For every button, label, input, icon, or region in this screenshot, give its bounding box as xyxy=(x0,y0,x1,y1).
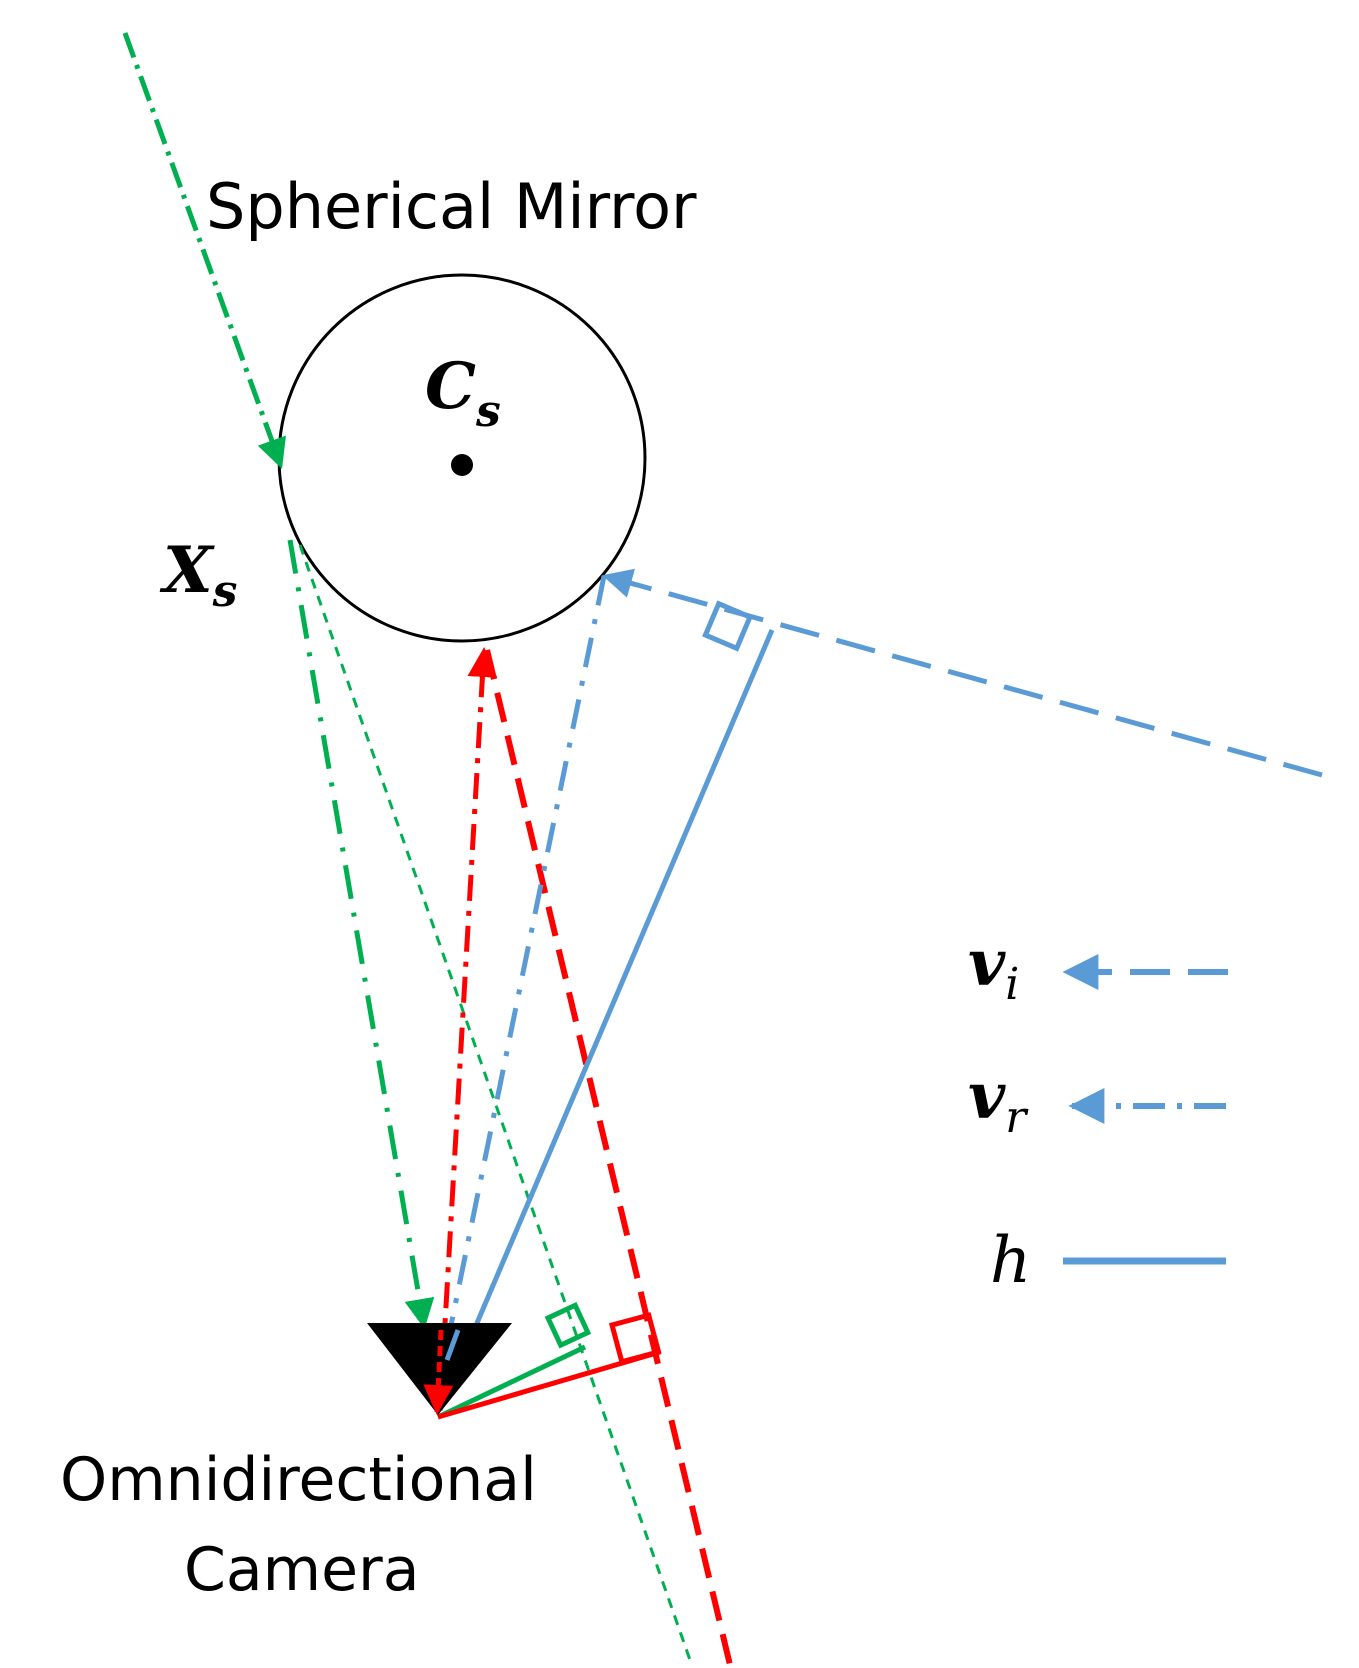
surface-point-label: Xs xyxy=(159,533,237,617)
blue-h-line xyxy=(437,629,775,1411)
blue-ray-over-camera xyxy=(444,1329,461,1361)
green-reflected-ray xyxy=(287,539,435,1329)
mirror-title: Spherical Mirror xyxy=(206,170,697,243)
blue-right-angle-marker xyxy=(702,600,754,652)
camera-title-line2: Camera xyxy=(184,1535,419,1605)
red-right-angle-marker xyxy=(608,1312,662,1365)
red-ray-over-camera xyxy=(423,1329,454,1415)
green-perpendicular xyxy=(436,1344,587,1420)
green-incident-ray xyxy=(122,32,286,469)
legend-vi-label: vi xyxy=(968,926,1019,1010)
sphere-center-dot xyxy=(451,454,473,476)
legend-vr-label: vr xyxy=(968,1059,1029,1143)
camera-title-line1: Omnidirectional xyxy=(60,1445,537,1515)
red-ray-up xyxy=(437,647,498,1411)
legend-h-label: h xyxy=(990,1224,1031,1298)
blue-incident-ray xyxy=(602,568,1323,778)
sphere-center-label: Cs xyxy=(425,349,501,437)
green-right-angle-marker xyxy=(544,1301,592,1349)
blue-reflected-ray xyxy=(445,575,607,1341)
